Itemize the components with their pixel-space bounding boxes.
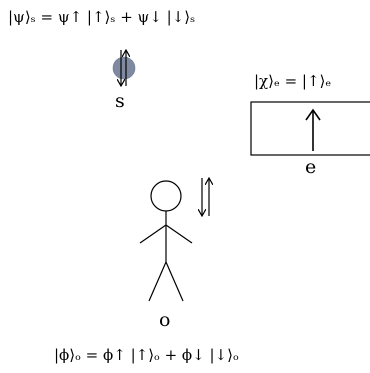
environment-box xyxy=(250,101,370,156)
environment-state-equation: |χ⟩ₑ = |↑⟩ₑ xyxy=(254,72,332,90)
system-state-equation: |ψ⟩ₛ = ψ↑ |↑⟩ₛ + ψ↓ |↓⟩ₛ xyxy=(8,8,196,26)
particle-icon xyxy=(112,56,136,80)
system-superposition-arrows-icon xyxy=(121,50,126,86)
environment-label: e xyxy=(305,156,317,178)
observer-label: o xyxy=(159,309,171,331)
observer-superposition-arrows-icon xyxy=(202,178,209,216)
system-label: s xyxy=(115,90,125,112)
observer-stick-figure-icon xyxy=(139,180,193,302)
system-particle xyxy=(112,56,136,80)
environment-spin-up-arrow-icon xyxy=(305,108,321,151)
observer-state-equation: |ϕ⟩ₒ = ϕ↑ |↑⟩ₒ + ϕ↓ |↓⟩ₒ xyxy=(54,346,239,364)
